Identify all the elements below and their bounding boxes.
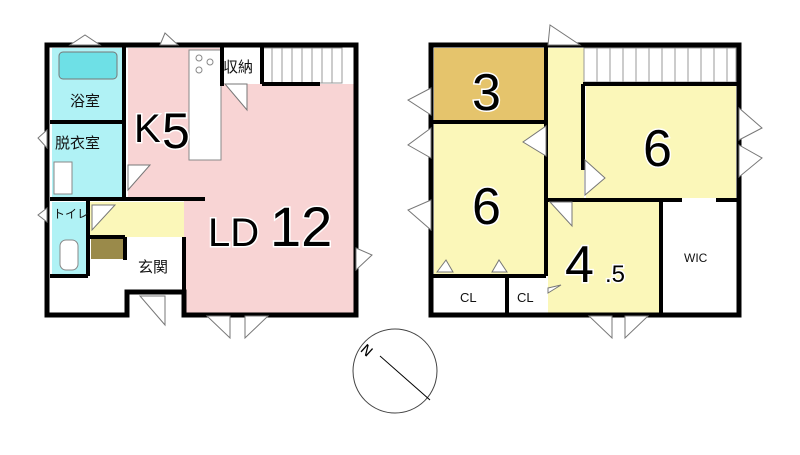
stairs-1f [261, 47, 343, 84]
kitchen-label-size: 5 [162, 103, 190, 159]
doors-1f [37, 32, 373, 340]
room-6-left [434, 124, 546, 274]
shoe-storage [91, 239, 123, 259]
room-3 [434, 48, 546, 121]
room-4-5-label: 4 [565, 236, 594, 294]
dressing-label: 脱衣室 [55, 134, 100, 152]
floor-1: 浴室 脱衣室 トイレ 収納 玄関 K 5 LD 12 [37, 32, 373, 340]
storage-room [224, 48, 262, 82]
compass: N [352, 328, 438, 414]
sink [53, 161, 73, 195]
closet-2-label: CL [517, 290, 534, 305]
room-3-label: 3 [472, 64, 501, 122]
entrance-label: 玄関 [138, 258, 168, 276]
ld-size: 12 [270, 195, 332, 258]
wic [663, 202, 737, 314]
room-6-right-label: 6 [643, 120, 672, 178]
room-4-5-fraction: .5 [605, 261, 625, 288]
bath-label: 浴室 [70, 92, 100, 110]
doors-2f [407, 24, 763, 340]
room-6-right [586, 86, 736, 198]
floor-2: 3 6 6 4 .5 CL CL WIC [407, 24, 763, 340]
toilet-label: トイレ [53, 207, 89, 221]
bathtub [58, 51, 118, 80]
storage-label: 収納 [223, 58, 253, 76]
stairs-2f [583, 47, 737, 83]
ld-label: LD [208, 211, 259, 255]
kitchen-counter [188, 49, 222, 161]
wic-label: WIC [684, 251, 708, 265]
kitchen-label-k: K [134, 107, 161, 151]
corridor-2f [548, 48, 584, 200]
closet-1-label: CL [460, 290, 477, 305]
room-6-left-label: 6 [472, 178, 501, 236]
toilet-fixture [59, 239, 79, 271]
